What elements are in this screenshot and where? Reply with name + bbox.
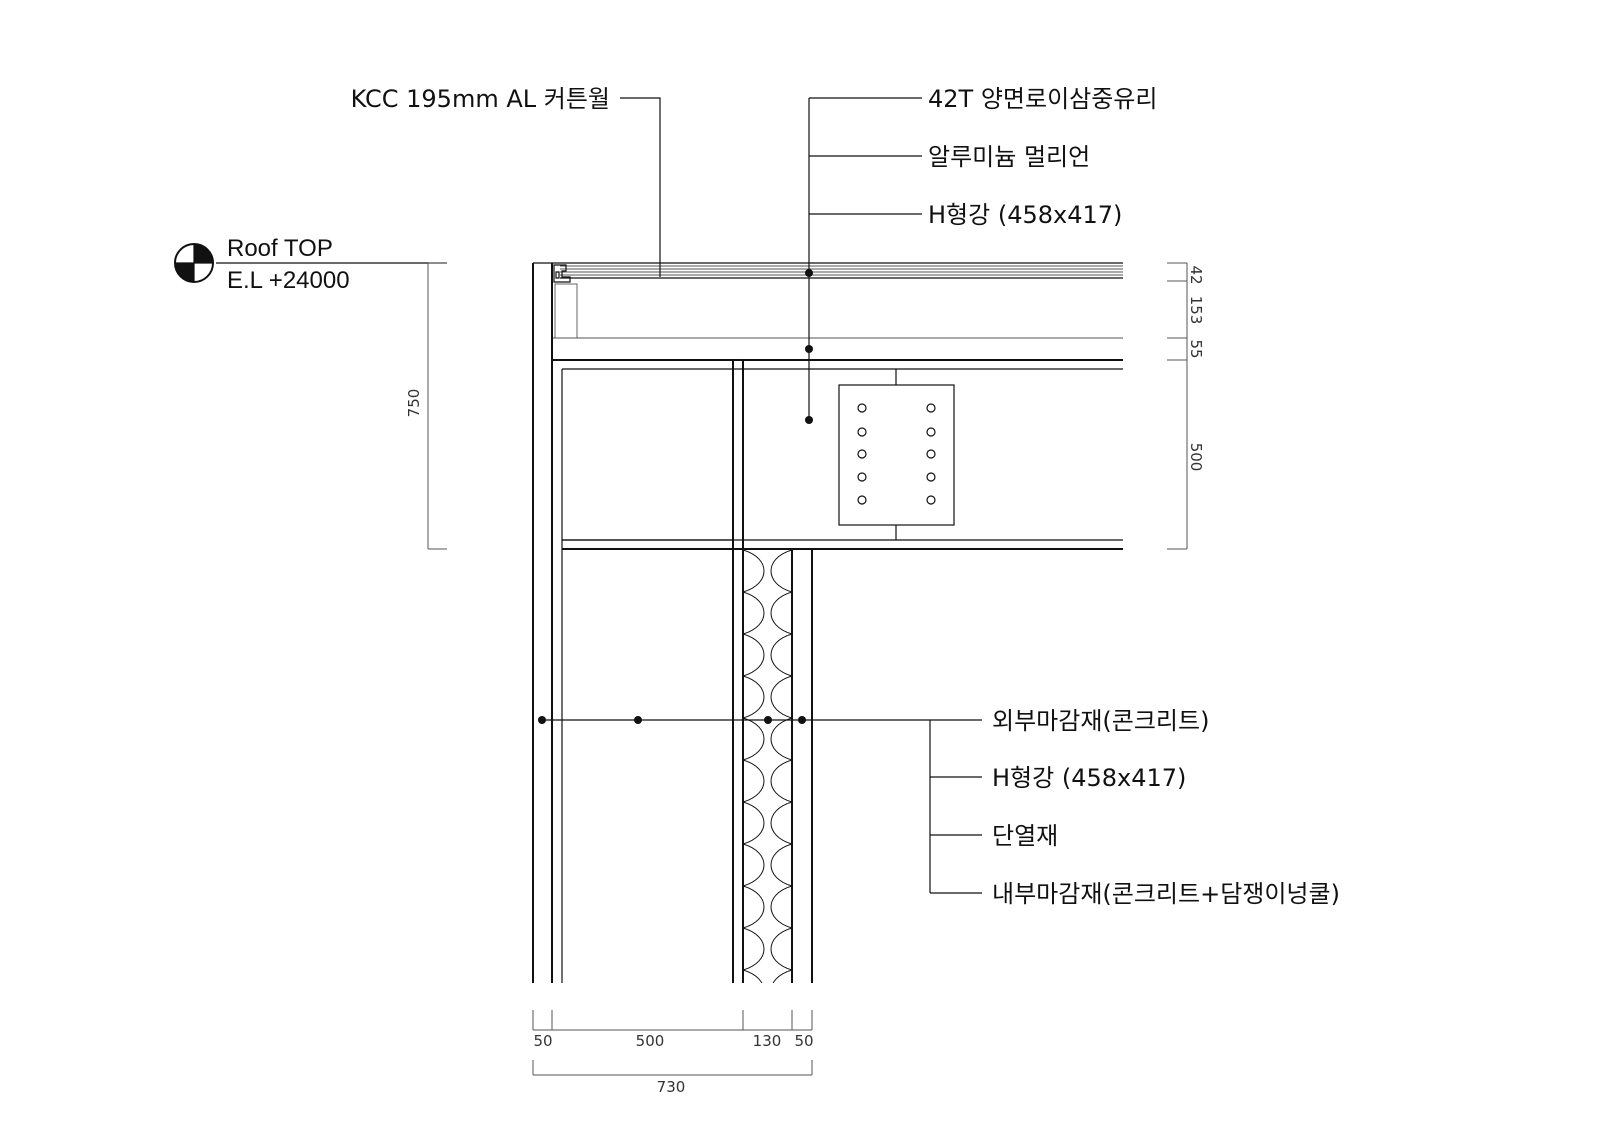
bolt-icon xyxy=(926,427,936,437)
bolt-icon xyxy=(857,449,867,459)
dimension-total-height: 750 xyxy=(405,262,447,550)
label-interior-finish: 내부마감재(콘크리트+담쟁이넝쿨) xyxy=(992,880,1340,908)
bolt-group xyxy=(857,403,936,505)
wall-assembly xyxy=(743,548,813,983)
dim-wall-beam: 500 xyxy=(636,1032,665,1050)
bolt-icon xyxy=(857,403,867,413)
dim-wall-insulation: 130 xyxy=(753,1032,782,1050)
dim-wall-total: 730 xyxy=(657,1078,686,1096)
label-wall-h-beam: H형강 (458x417) xyxy=(992,764,1186,792)
roof-assembly xyxy=(532,262,1123,983)
dimension-roof-layers: 42 153 55 500 xyxy=(1167,262,1205,550)
bolt-icon xyxy=(857,495,867,505)
level-elevation: E.L +24000 xyxy=(227,267,350,294)
dim-beam-depth: 500 xyxy=(1187,443,1205,472)
label-curtain-wall: KCC 195mm AL 커튼월 xyxy=(351,85,610,113)
dim-gap: 55 xyxy=(1187,339,1205,358)
bolt-icon xyxy=(857,472,867,482)
level-name: Roof TOP xyxy=(227,235,333,262)
insulation-hatch xyxy=(743,550,792,983)
level-marker: Roof TOP E.L +24000 xyxy=(174,235,447,294)
bolt-icon xyxy=(857,427,867,437)
dim-wall-interior: 50 xyxy=(794,1032,813,1050)
bolt-icon xyxy=(926,472,936,482)
wall-callouts: 외부마감재(콘크리트) H형강 (458x417) 단열재 내부마감재(콘크리트… xyxy=(538,707,1340,908)
dim-wall-exterior: 50 xyxy=(533,1032,552,1050)
label-insulation: 단열재 xyxy=(992,822,1058,850)
label-mullion: 알루미늄 멀리언 xyxy=(928,143,1090,171)
bolt-icon xyxy=(926,495,936,505)
mullion-profile xyxy=(554,283,578,339)
bolt-icon xyxy=(926,449,936,459)
dim-glass: 42 xyxy=(1187,265,1205,284)
label-glass: 42T 양면로이삼중유리 xyxy=(928,85,1157,113)
dim-mullion: 153 xyxy=(1187,296,1205,325)
dimension-wall-layers: 50 500 130 50 730 xyxy=(532,1010,814,1096)
dim-total-height: 750 xyxy=(405,389,423,418)
label-roof-h-beam: H형강 (458x417) xyxy=(928,201,1122,229)
bolt-icon xyxy=(926,403,936,413)
roof-callouts: KCC 195mm AL 커튼월 42T 양면로이삼중유리 알루미늄 멀리언 H… xyxy=(351,85,1157,424)
curtain-wall-profile xyxy=(553,264,571,283)
splice-plate xyxy=(838,369,955,540)
label-exterior-finish: 외부마감재(콘크리트) xyxy=(992,707,1209,735)
